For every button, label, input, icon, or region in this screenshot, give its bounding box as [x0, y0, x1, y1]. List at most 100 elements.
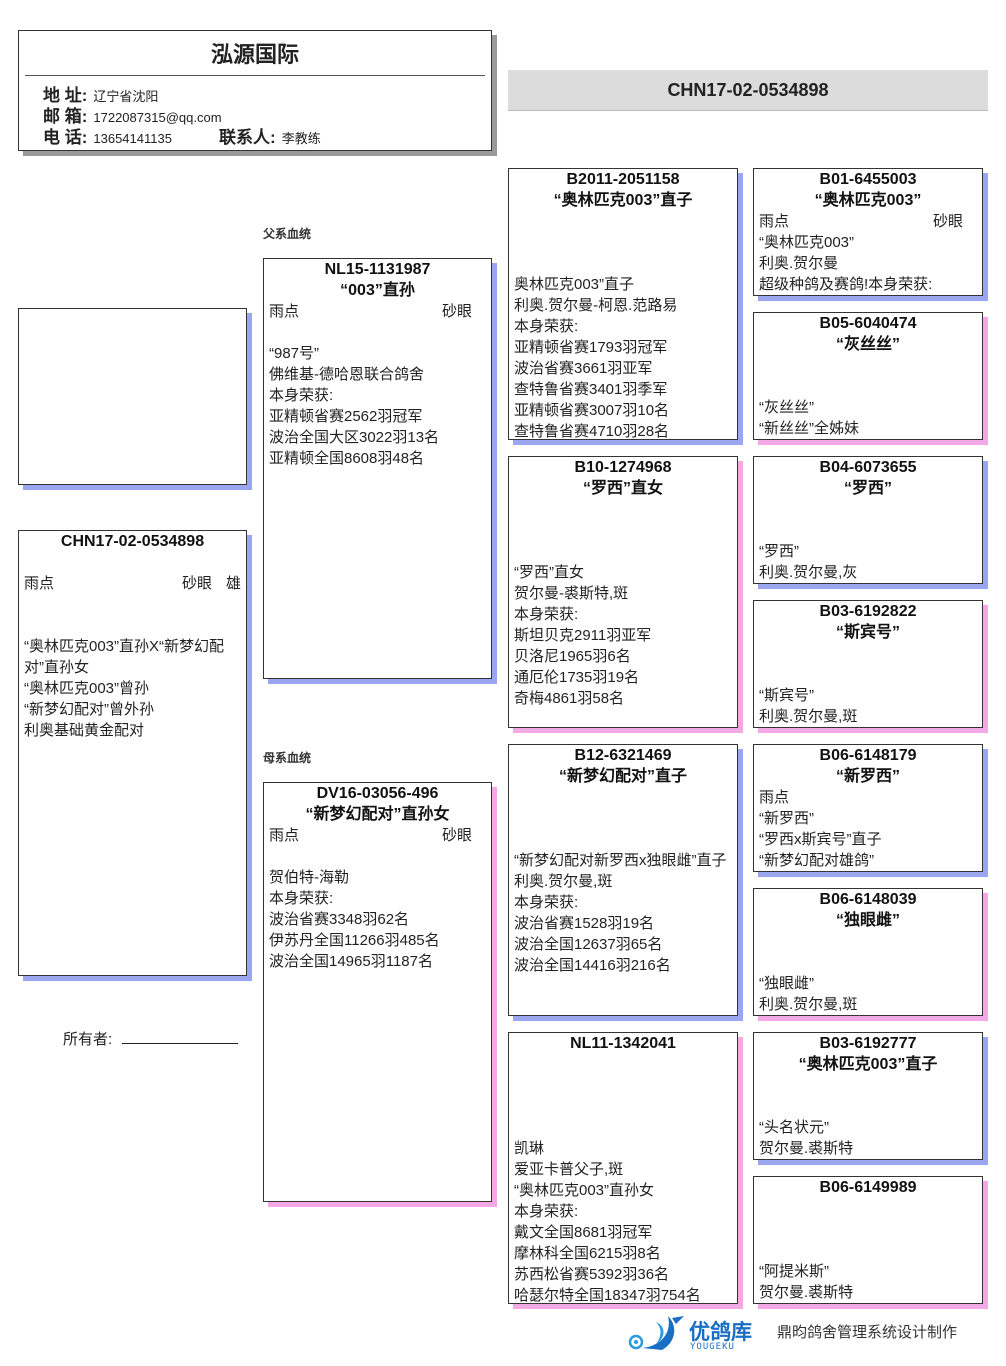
detail-line: 摩林科全国6215羽8名: [514, 1245, 661, 1262]
detail-line: “987号”: [269, 345, 320, 362]
detail-line: 伊苏丹全国11266羽485名: [269, 932, 440, 949]
detail-line: 波治省赛3348羽62名: [269, 911, 410, 928]
email-value: 1722087315@qq.com: [93, 110, 222, 125]
pigeon-name: “灰丝丝”: [835, 336, 900, 353]
pigeon-card-sss: B01-6455003“奥林匹克003”雨点砂眼“奥林匹克003”利奥.贺尔曼超…: [753, 168, 983, 296]
detail-line: “灰丝丝”: [759, 399, 814, 416]
detail-line: “阿提米斯”: [759, 1263, 829, 1280]
spacer: [514, 787, 732, 808]
detail-line: 贺尔曼.裘斯特: [759, 1284, 854, 1301]
phone-label: 电 话:: [43, 128, 88, 147]
ring-number: B04-6073655: [819, 459, 917, 476]
detail-line: 本身荣获:: [514, 318, 579, 335]
detail-line: 亚精顿省赛1793羽冠军: [514, 339, 668, 356]
detail-line: 利奥.贺尔曼,斑: [514, 873, 613, 890]
spacer: [759, 643, 977, 664]
detail-line: 利奥.贺尔曼,灰: [759, 564, 858, 581]
detail-line: 超级种鸽: [759, 727, 977, 728]
detail-line: “奥林匹克003”: [759, 234, 855, 251]
spacer: [759, 952, 977, 973]
ring-number: B05-6040474: [819, 315, 917, 332]
contact-value: 李教练: [281, 131, 321, 146]
detail-line: 波治省赛3661羽亚军: [514, 360, 653, 377]
pigeon-card-ss: B2011-2051158“奥林匹克003”直子奥林匹克003”直子利奥.贺尔曼…: [508, 168, 738, 440]
detail-line: 利奥.贺尔曼,斑: [759, 996, 858, 1013]
spacer: [759, 499, 977, 520]
traits-row: 雨点 砂眼: [269, 825, 486, 846]
eye-pattern: 雨点: [269, 827, 300, 844]
eye-sign-value: 砂眼: [932, 213, 963, 230]
eye-pattern: 雨点: [759, 789, 790, 806]
owner-label: 所有者:: [63, 1031, 113, 1048]
detail-line: “盖特雌”直子: [759, 1303, 977, 1304]
spacer: [514, 808, 732, 829]
eye-pattern: 雨点: [269, 303, 300, 320]
detail-line: 利奥基础黄金配对: [24, 722, 145, 739]
address-row: 地 址: 辽宁省沈阳: [43, 85, 158, 106]
spacer: [759, 1075, 977, 1096]
detail-line: 斯坦贝克2911羽亚军: [514, 627, 652, 644]
detail-line: “斯宾号”: [759, 687, 814, 704]
spacer: [759, 520, 977, 541]
detail-line: 波治全国14965羽1187名: [269, 953, 433, 970]
detail-line: 利奥.贺尔曼,斑: [759, 708, 858, 725]
ring-number: B03-6192777: [819, 1035, 917, 1052]
pigeon-name: [514, 1054, 732, 1075]
phone-row: 电 话:13654141135 联系人:李教练: [43, 127, 321, 148]
spacer: [24, 594, 241, 615]
spacer: [514, 829, 732, 850]
detail-line: 戴文全国8681羽冠军: [514, 1224, 653, 1241]
detail-line: 奥林匹克003”直子: [514, 276, 635, 293]
brand-name-en: YOUGEKU: [690, 1342, 735, 1352]
eye-sign-value: 砂眼: [441, 827, 472, 844]
spacer: [24, 552, 241, 573]
spacer: [514, 253, 732, 274]
eye-pattern: 雨点: [759, 213, 790, 230]
detail-line: 哈瑟尔特全国18347羽754名: [514, 1287, 701, 1304]
spacer: [269, 322, 486, 343]
detail-line: “罗西”: [759, 543, 799, 560]
spacer: [24, 615, 241, 636]
dam-line-label: 母系血统: [263, 751, 312, 765]
detail-line: 本身荣获:: [514, 606, 579, 623]
spacer: [514, 1075, 732, 1096]
spacer: [759, 1240, 977, 1261]
pigeon-name: “新罗西”: [835, 768, 900, 785]
address-label: 地 址:: [43, 86, 88, 105]
spacer: [759, 1219, 977, 1240]
brand-name: 优鸽库: [689, 1321, 752, 1344]
detail-line: 超级种鸽!: [759, 1015, 977, 1016]
detail-line: 贝洛尼1965羽6名: [514, 648, 631, 665]
pigeon-name: “罗西”直女: [582, 480, 663, 497]
detail-line: 亚精顿省赛3007羽10名: [514, 402, 670, 419]
pigeon-card-ds: B12-6321469“新梦幻配对”直子“新梦幻配对新罗西x独眼雌”直子利奥.贺…: [508, 744, 738, 1016]
address-value: 辽宁省沈阳: [93, 89, 159, 104]
spacer: [759, 1096, 977, 1117]
detail-line: 查特鲁省赛3401羽季军: [514, 381, 668, 398]
detail-line: 波治省赛1528羽19名: [514, 915, 655, 932]
detail-line: 本身荣获:: [269, 387, 334, 404]
detail-line: “新丝丝”全姊妹: [759, 420, 859, 437]
eye-sign: 砂眼: [442, 825, 472, 846]
spacer: [514, 520, 732, 541]
pigeon-card-ssd: B05-6040474 “灰丝丝” “灰丝丝” “新丝丝”全姊妹超级种鸽: [753, 312, 983, 440]
loft-info-card: 泓源国际 地 址:辽宁省沈阳 邮 箱:1722087315@qq.com 电 话…: [18, 30, 492, 151]
pigeon-card-dds: B03-6192777“奥林匹克003”直子“头名状元”贺尔曼.裘斯特“奥林匹克…: [753, 1032, 983, 1160]
ring-number: DV16-03056-496: [316, 785, 439, 802]
spacer: [269, 846, 486, 867]
pigeon-name: [759, 1198, 977, 1219]
ring-number: B10-1274968: [574, 459, 672, 476]
detail-line: “新梦幻配对”曾外孙: [24, 701, 154, 718]
detail-line: 超级种鸽: [759, 439, 977, 440]
contact-label: 联系人:: [219, 128, 276, 147]
detail-line: “奥林匹克003”直孙女: [514, 1182, 655, 1199]
pigeon-card-sd: B10-1274968“罗西”直女“罗西”直女贺尔曼-裘斯特,斑本身荣获:斯坦贝…: [508, 456, 738, 728]
eye-pattern: 雨点: [24, 575, 55, 592]
pigeon-name: “斯宾号”: [835, 624, 900, 641]
traits-row: 雨点砂眼: [269, 301, 486, 322]
spacer: [759, 355, 977, 376]
pigeon-name: “奥林匹克003”: [814, 192, 922, 209]
ring-number: B01-6455003: [819, 171, 917, 188]
eye-sign: 砂眼雄: [182, 573, 241, 594]
